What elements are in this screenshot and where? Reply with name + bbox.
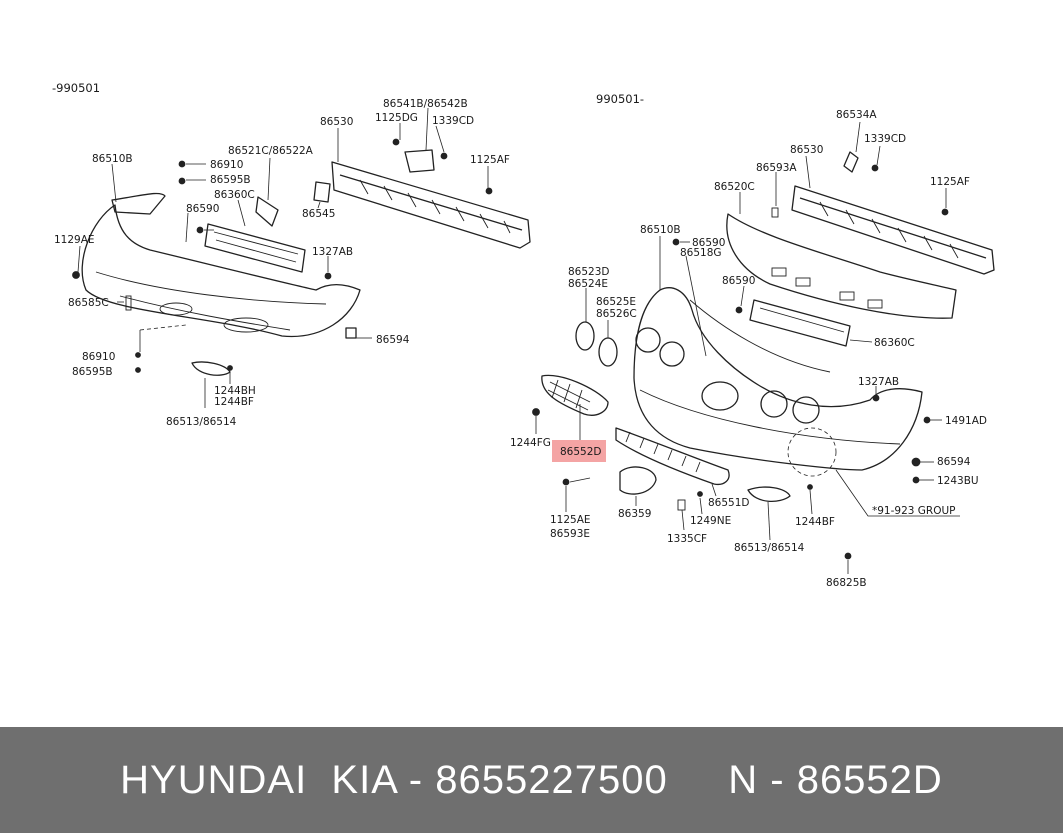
label-1125DG: 1125DG: [375, 112, 418, 124]
grille-86552D: [541, 374, 609, 416]
part-labels: -990501 990501- 86510B 86910 86595B 8652…: [52, 81, 987, 589]
label-1249NE: 1249NE: [690, 515, 731, 527]
label-1244BF: 1244BF: [214, 396, 254, 408]
label-1125AE: 1125AE: [550, 514, 591, 526]
label-86359: 86359: [618, 508, 651, 520]
label-1244BF-right: 1244BF: [795, 516, 835, 528]
label-86513-86514: 86513/86514: [166, 416, 237, 428]
label-86551D: 86551D: [708, 497, 750, 509]
left-bumper-beam: [331, 161, 531, 249]
right-inner-absorber: [749, 299, 851, 347]
label-1335CF: 1335CF: [667, 533, 707, 545]
label-86590: 86590: [186, 203, 219, 215]
label-86552D: 86552D: [560, 446, 602, 458]
label-86594-right: 86594: [937, 456, 971, 468]
lower-grille: [615, 427, 730, 486]
label-1244FG: 1244FG: [510, 437, 551, 449]
label-91-923-group: *91-923 GROUP: [872, 505, 956, 517]
label-86825B: 86825B: [826, 577, 867, 589]
label-1339CD-right: 1339CD: [864, 133, 906, 145]
label-86585C: 86585C: [68, 297, 109, 309]
label-86910-lower: 86910: [82, 351, 115, 363]
label-1243BU: 1243BU: [937, 475, 979, 487]
left-fasteners: [72, 138, 493, 373]
label-1129AE: 1129AE: [54, 234, 95, 246]
label-86595B-lower: 86595B: [72, 366, 113, 378]
left-leader-lines: [77, 107, 489, 408]
label-86594: 86594: [376, 334, 410, 346]
label-86521C-86522A: 86521C/86522A: [228, 145, 314, 157]
right-bumper-beam: [791, 185, 995, 275]
left-bumper-absorber: [204, 223, 306, 273]
label-86593E: 86593E: [550, 528, 590, 540]
label-86530-right: 86530: [790, 144, 823, 156]
part-number-banner: HYUNDAI KIA - 8655227500 N - 86552D: [0, 727, 1063, 833]
highlight-86552D: [552, 440, 606, 462]
label-1327AB: 1327AB: [312, 246, 353, 258]
label-86513-86514-right: 86513/86514: [734, 542, 805, 554]
label-1327AB-right: 1327AB: [858, 376, 899, 388]
label-1491AD: 1491AD: [945, 415, 987, 427]
label-86360C-right: 86360C: [874, 337, 915, 349]
label-86593A: 86593A: [756, 162, 797, 174]
right-header: 990501-: [596, 92, 644, 106]
label-86525E: 86525E: [596, 296, 636, 308]
label-86360C: 86360C: [214, 189, 255, 201]
label-86526C: 86526C: [596, 308, 637, 320]
exploded-view-drawing: -990501 990501- 86510B 86910 86595B 8652…: [52, 81, 995, 589]
label-86590-right: 86590: [692, 237, 725, 249]
label-86520C: 86520C: [714, 181, 755, 193]
label-1339CD: 1339CD: [432, 115, 474, 127]
emblem-86359: [619, 466, 657, 495]
label-86590-mid: 86590: [722, 275, 755, 287]
left-bumper-cover: [81, 192, 361, 338]
label-86524E: 86524E: [568, 278, 608, 290]
right-bumper-cover: [633, 287, 923, 471]
right-brackets: [771, 151, 859, 218]
label-1125AF: 1125AF: [470, 154, 510, 166]
label-86545: 86545: [302, 208, 335, 220]
group-callout: [787, 427, 960, 517]
label-86534A: 86534A: [836, 109, 877, 121]
label-86510B-right: 86510B: [640, 224, 681, 236]
label-86518G: 86518G: [680, 247, 722, 259]
parts-diagram: -990501 990501- 86510B 86910 86595B 8652…: [52, 81, 995, 589]
right-side-reflector: [747, 486, 791, 502]
label-1244BH: 1244BH: [214, 385, 256, 397]
label-86910: 86910: [210, 159, 243, 171]
left-header: -990501: [52, 81, 100, 95]
label-86595B: 86595B: [210, 174, 251, 186]
label-86541B-86542B: 86541B/86542B: [383, 98, 468, 110]
right-bumper-absorber: [726, 213, 957, 319]
label-86530: 86530: [320, 116, 353, 128]
part-number-text: HYUNDAI KIA - 8655227500 N - 86552D: [120, 757, 943, 802]
fog-lamp-rings: [575, 321, 618, 367]
right-leader-lines: [535, 121, 947, 574]
label-1125AF-right: 1125AF: [930, 176, 970, 188]
label-86523D: 86523D: [568, 266, 610, 278]
label-86510B: 86510B: [92, 153, 133, 165]
